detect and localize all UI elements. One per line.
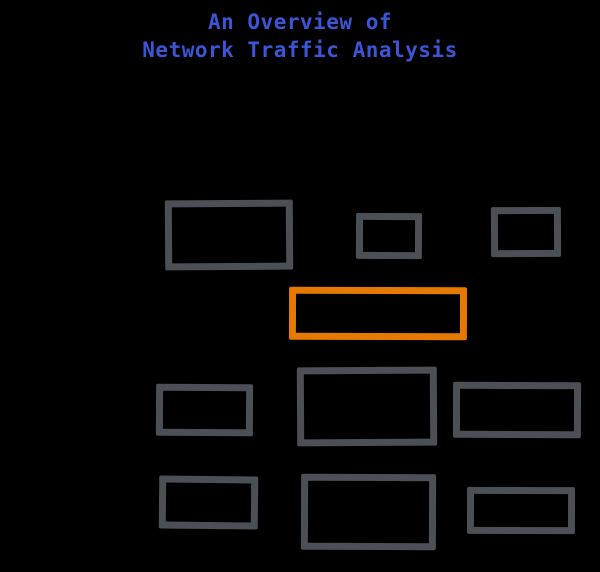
node-box-8 xyxy=(300,473,437,551)
node-box-center-highlight xyxy=(288,286,468,341)
node-box-9 xyxy=(466,486,576,535)
node-box-4 xyxy=(155,383,254,437)
node-box-1 xyxy=(164,199,294,271)
node-box-6 xyxy=(452,381,582,439)
node-box-3 xyxy=(490,206,562,258)
diagram-title: An Overview of Network Traffic Analysis xyxy=(0,8,600,64)
node-box-5 xyxy=(296,366,438,447)
title-line-2: Network Traffic Analysis xyxy=(142,38,458,62)
node-box-7 xyxy=(158,475,259,530)
node-box-2 xyxy=(355,212,423,260)
title-line-1: An Overview of xyxy=(207,10,392,34)
